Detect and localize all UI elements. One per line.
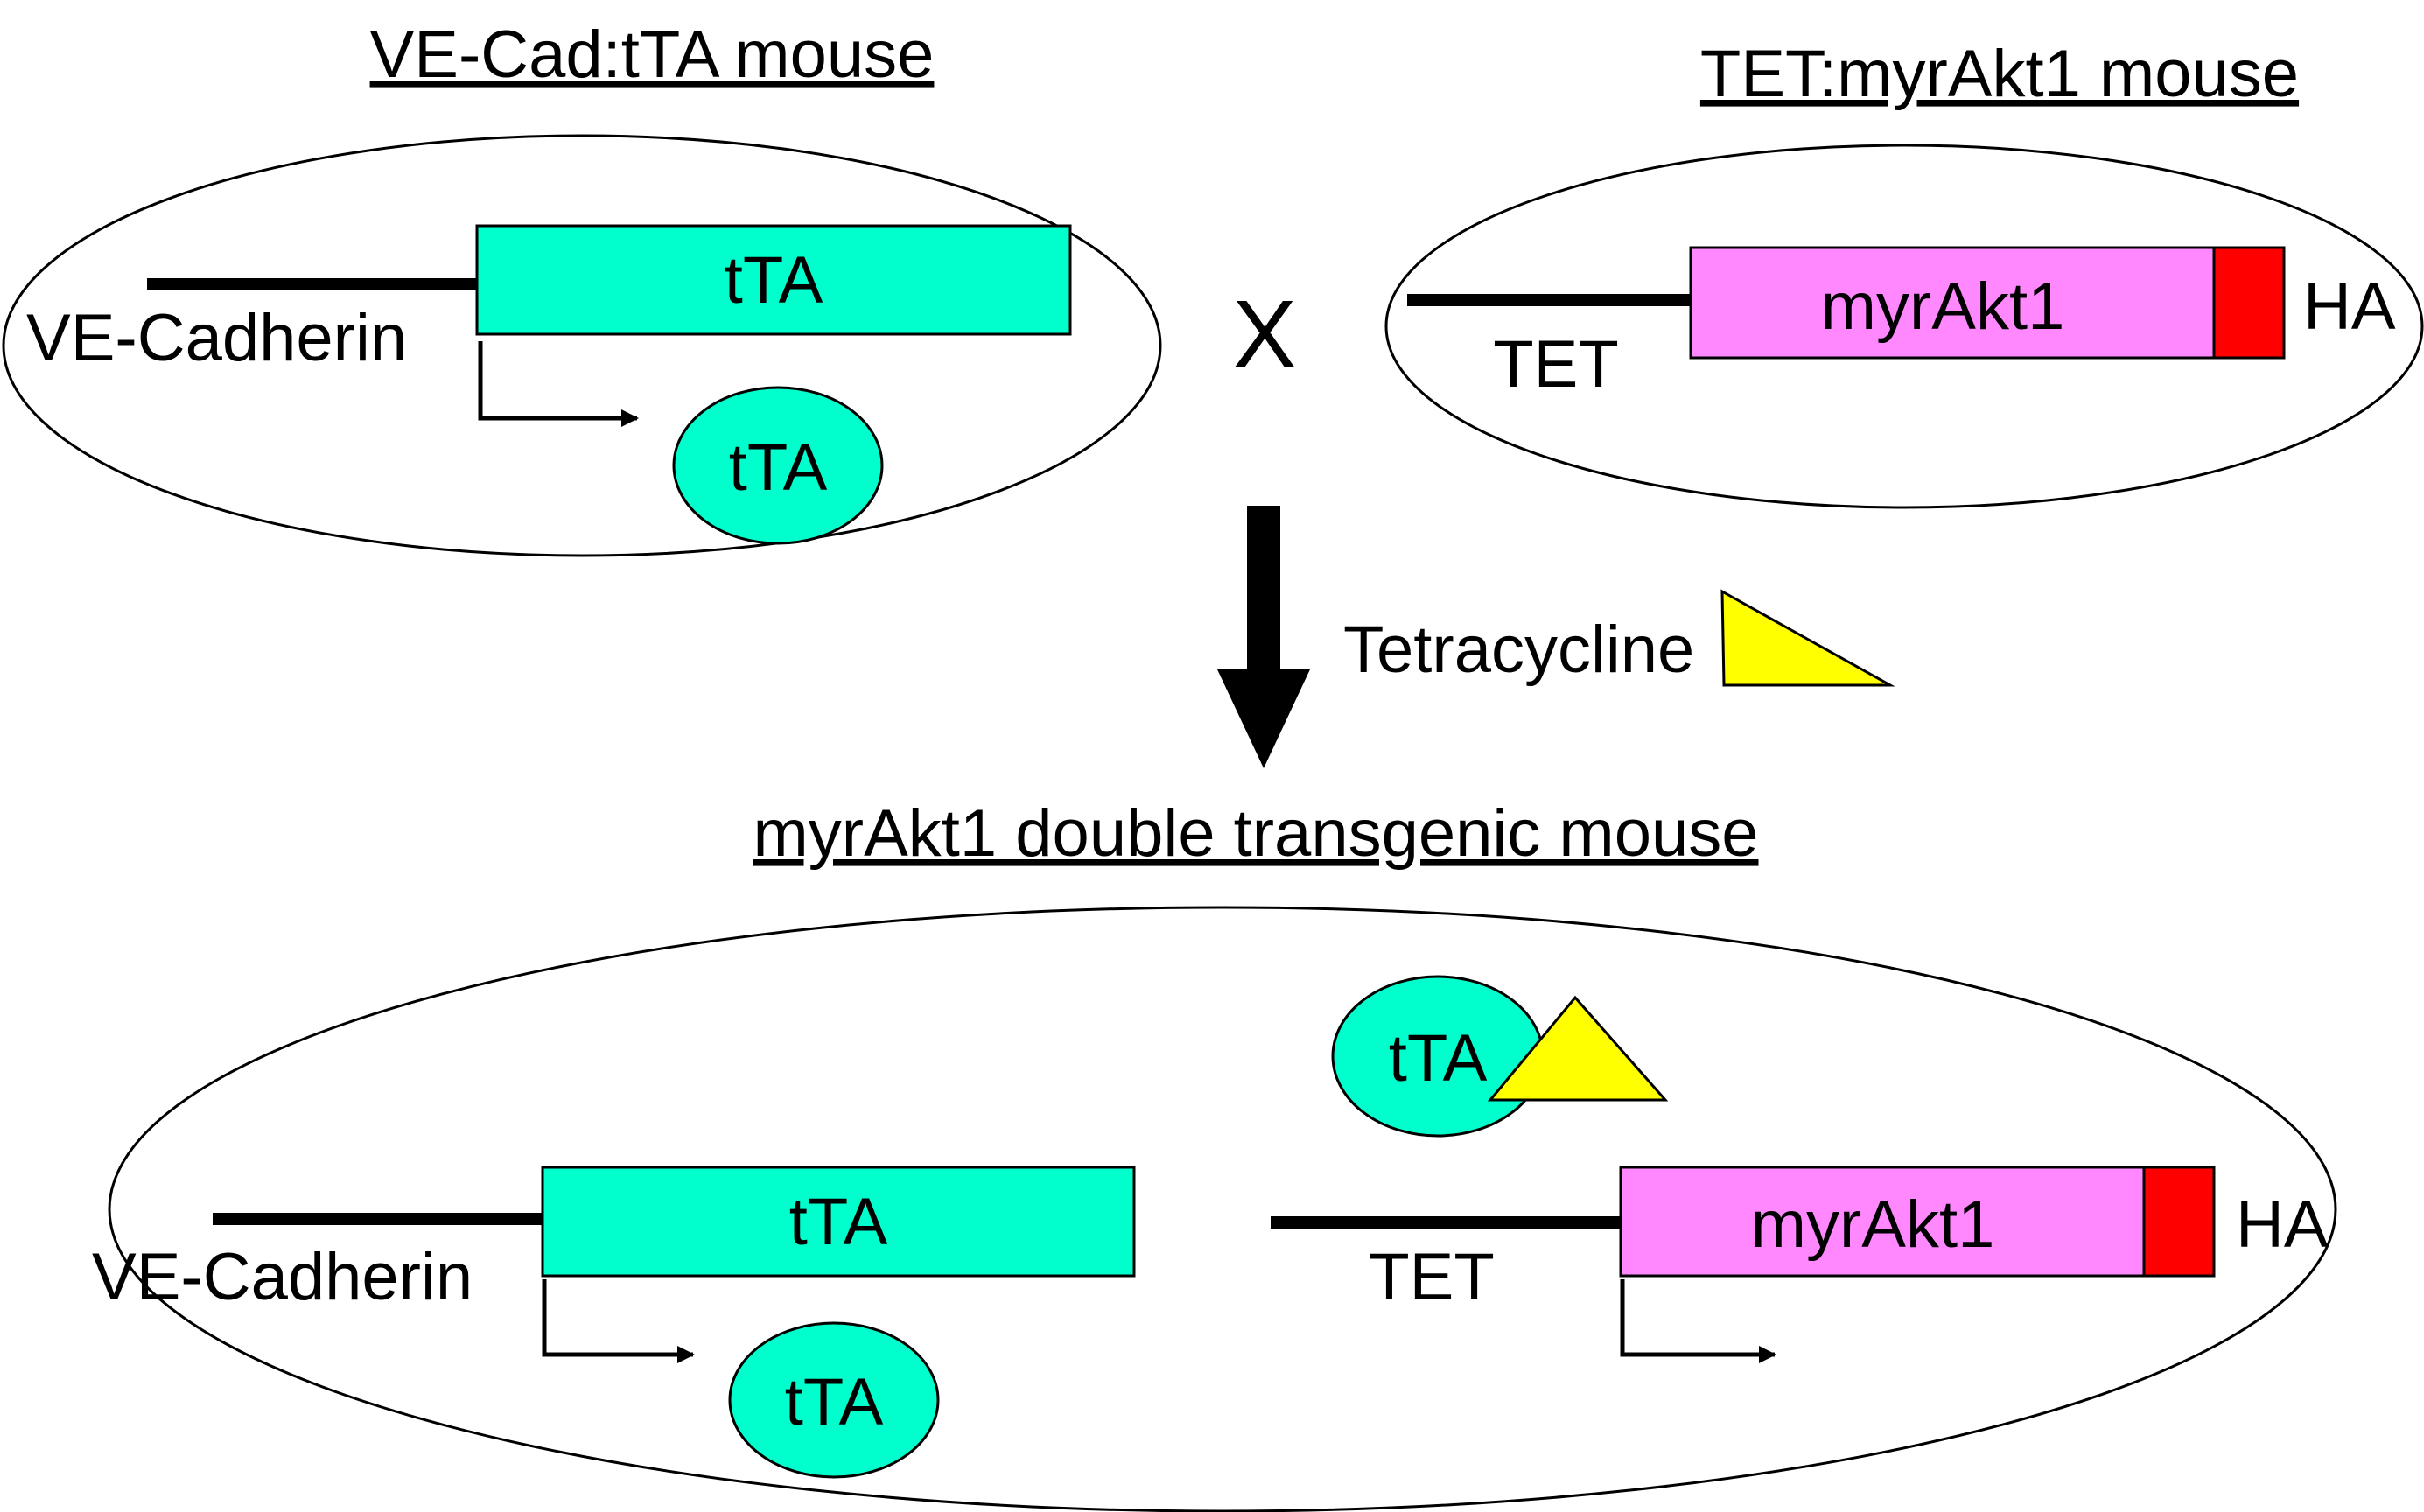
tta-bound-protein-label: tTA [1389, 1021, 1488, 1096]
ha-tag-box [2212, 246, 2286, 360]
tet-myrakt1-mouse-panel: TET:myrAkt1 mouse TET myrAkt1 HA [1384, 37, 2424, 509]
double-transgenic-mouse-ellipse [108, 906, 2337, 1512]
tetracycline-triangle [1720, 589, 1895, 687]
tta-protein [672, 386, 884, 545]
tet-myrakt1-mouse-ellipse [1384, 144, 2424, 509]
tta-protein-2 [728, 1321, 940, 1479]
myrakt1-gene-box-2 [1619, 1166, 2146, 1278]
tta-gene-box [475, 224, 1072, 336]
tet-promoter-label: TET [1493, 327, 1619, 402]
tta-gene-box-2 [541, 1166, 1136, 1278]
tta-protein-label: tTA [729, 430, 828, 505]
myrakt1-gene-box [1689, 246, 2216, 360]
ha-tag-label: HA [2303, 270, 2396, 344]
tetracycline-treatment: Tetracycline [1217, 506, 1895, 768]
tet-promoter-label-2: TET [1369, 1240, 1495, 1314]
ha-tag-label-2: HA [2236, 1187, 2329, 1262]
myrakt1-transcription-arrow [1620, 1279, 1776, 1363]
ve-cad-tta-mouse-ellipse [2, 134, 1162, 557]
double-transgenic-mouse-panel: myrAkt1 double transgenic mouse VE-Cadhe… [92, 796, 2337, 1512]
tta-transcription-arrow-2 [542, 1279, 695, 1363]
double-transgenic-title: myrAkt1 double transgenic mouse [753, 796, 1758, 871]
tta-gene-label: tTA [725, 243, 823, 318]
myrakt1-gene-label-2: myrAkt1 [1751, 1187, 1995, 1262]
tta-gene-label-2: tTA [789, 1185, 888, 1259]
down-arrow [1217, 506, 1310, 768]
ve-cadherin-promoter-label: VE-Cadherin [26, 301, 407, 375]
ha-tag-box-2 [2142, 1166, 2216, 1278]
tetracycline-bound-triangle [1487, 995, 1669, 1102]
cross-symbol: X [1232, 281, 1296, 388]
tet-myrakt1-title: TET:myrAkt1 mouse [1700, 37, 2299, 111]
ve-cad-tta-title: VE-Cad:tTA mouse [370, 18, 935, 92]
tta-protein-label-2: tTA [785, 1365, 884, 1439]
ve-cad-tta-mouse-panel: VE-Cad:tTA mouse VE-Cadherin tTA tTA [2, 18, 1162, 557]
ve-cadherin-promoter-label-2: VE-Cadherin [92, 1240, 473, 1314]
myrakt1-gene-label: myrAkt1 [1821, 270, 2065, 344]
tta-transcription-arrow [478, 341, 639, 427]
tetracycline-label: Tetracycline [1343, 612, 1694, 687]
